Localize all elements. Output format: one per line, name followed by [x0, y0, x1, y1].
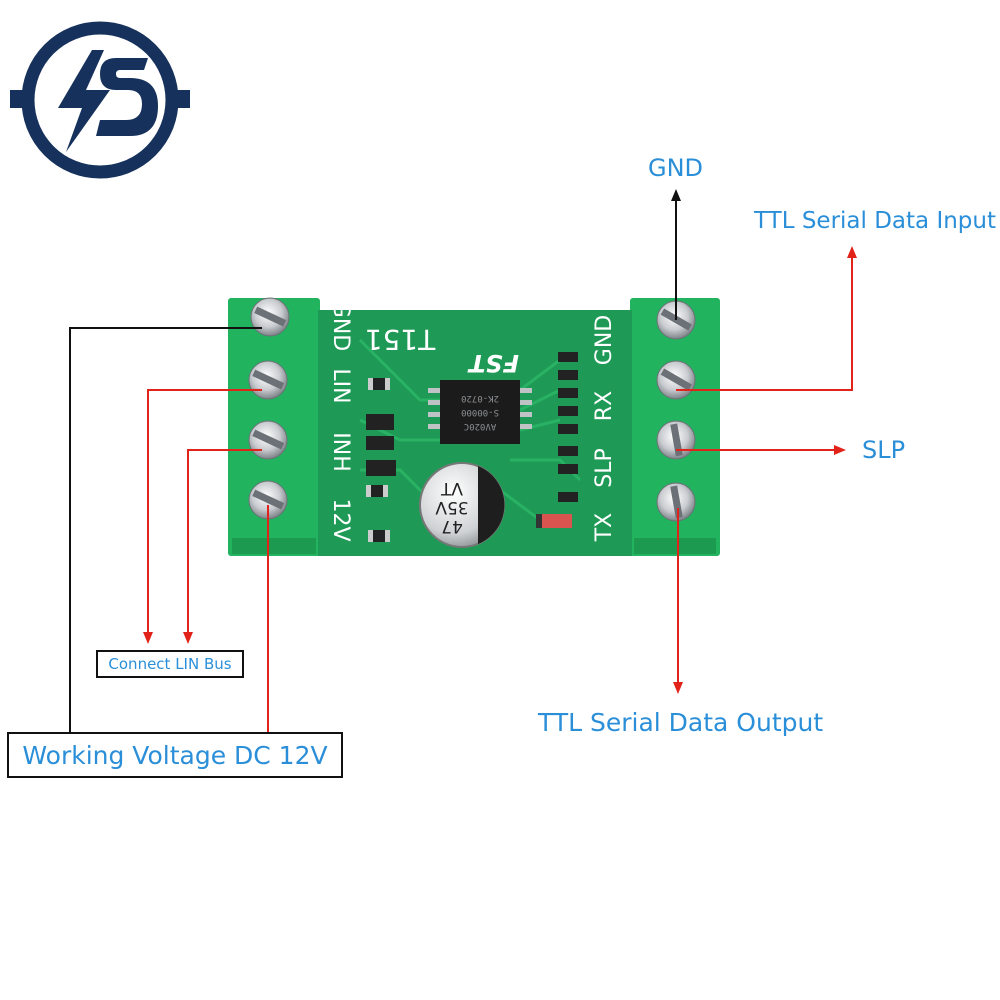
cap-voltage: 35V — [435, 497, 469, 517]
wire-inh — [183, 449, 262, 644]
left-pin-lin: LIN — [328, 368, 353, 403]
wire-gnd-left — [69, 327, 262, 732]
cap-series: VT — [440, 478, 463, 498]
board-model: T151 — [365, 323, 437, 356]
board-brand: FST — [467, 349, 519, 377]
label-working-voltage: Working Voltage DC 12V — [7, 732, 343, 778]
wire-rx — [676, 246, 857, 391]
chip-text-2: S-00000 — [461, 407, 499, 417]
left-pin-inh: INH — [328, 432, 353, 472]
diode — [536, 514, 572, 528]
label-ttl-input: TTL Serial Data Input — [754, 208, 996, 234]
lightning-bolt-icon — [58, 50, 110, 152]
pcb-module: AV020C S-00000 2K-0720 — [228, 297, 720, 556]
label-ttl-output: TTL Serial Data Output — [538, 708, 824, 737]
right-pin-slp: SLP — [592, 448, 617, 488]
chip-text-1: AV020C — [464, 421, 497, 431]
smd-components — [366, 352, 578, 542]
cap-value: 47 — [441, 516, 463, 536]
left-pin-12v: 12V — [328, 498, 353, 541]
wire-lin — [143, 389, 262, 644]
wires — [69, 189, 857, 732]
s-letter-icon — [96, 58, 158, 136]
right-pin-tx: TX — [592, 513, 617, 543]
label-gnd: GND — [648, 154, 704, 182]
right-pin-rx: RX — [592, 391, 617, 421]
brand-logo — [10, 21, 190, 179]
electrolytic-capacitor: 47 35V VT — [419, 462, 505, 548]
ic-chip: AV020C S-00000 2K-0720 — [428, 380, 532, 444]
label-lin-bus: Connect LIN Bus — [96, 650, 244, 678]
label-slp: SLP — [862, 436, 906, 464]
left-pin-gnd: GND — [328, 301, 353, 351]
right-pin-gnd: GND — [592, 315, 617, 365]
left-screws — [248, 297, 290, 520]
chip-text-3: 2K-0720 — [461, 393, 499, 403]
